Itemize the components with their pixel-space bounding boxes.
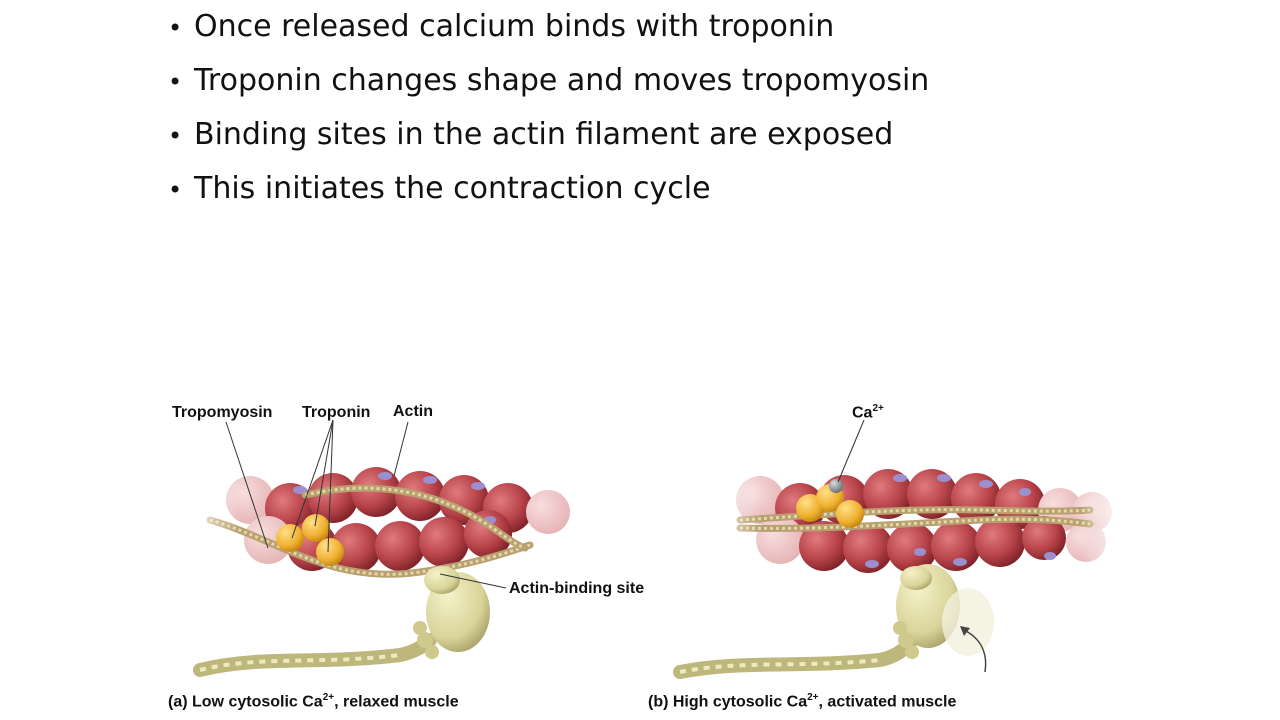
bullet-text: Binding sites in the actin filament are … [194, 117, 894, 152]
actin-filament [226, 467, 570, 573]
bullet-text: Troponin changes shape and moves tropomy… [194, 63, 930, 98]
tropomyosin-strand [206, 484, 534, 578]
bullet-list: • Once released calcium binds with tropon… [168, 0, 929, 216]
bullet-glyph: • [168, 176, 183, 204]
panel-b-illustration [673, 419, 1112, 679]
caption-b-prefix: (b) High cytosolic Ca [648, 693, 808, 711]
panel-a-illustration [193, 419, 570, 677]
bullet-item: • This initiates the contraction cycle [168, 162, 929, 216]
caption-b-suffix: , activated muscle [818, 693, 957, 711]
label-ca-base: Ca [852, 404, 873, 422]
myosin-head [673, 564, 994, 679]
bullet-glyph: • [168, 122, 183, 150]
caption-panel-a: (a) Low cytosolic Ca2+, relaxed muscle [168, 692, 459, 711]
bullet-item: • Binding sites in the actin filament are… [168, 108, 929, 162]
calcium-ion [829, 479, 843, 493]
label-actin: Actin [393, 403, 433, 420]
caption-a-superscript: 2+ [322, 692, 335, 703]
bullet-item: • Troponin changes shape and moves tropom… [168, 54, 929, 108]
myosin-head [193, 566, 490, 677]
caption-a-prefix: (a) Low cytosolic Ca [168, 693, 323, 711]
caption-a-suffix: , relaxed muscle [334, 693, 459, 711]
troponin-complex [276, 514, 344, 566]
bullet-glyph: • [168, 14, 183, 42]
bullet-item: • Once released calcium binds with tropon… [168, 0, 929, 54]
label-calcium: Ca2+ [852, 403, 884, 422]
label-tropomyosin: Tropomyosin [172, 404, 273, 421]
bullet-glyph: • [168, 68, 183, 96]
bullet-text: This initiates the contraction cycle [194, 171, 711, 206]
caption-panel-b: (b) High cytosolic Ca2+, activated muscl… [648, 692, 956, 711]
label-troponin: Troponin [302, 404, 371, 421]
caption-b-superscript: 2+ [807, 692, 819, 703]
label-ca-superscript: 2+ [872, 403, 884, 414]
bullet-text: Once released calcium binds with troponi… [194, 9, 835, 44]
label-actin-binding-site: Actin-binding site [509, 580, 645, 597]
